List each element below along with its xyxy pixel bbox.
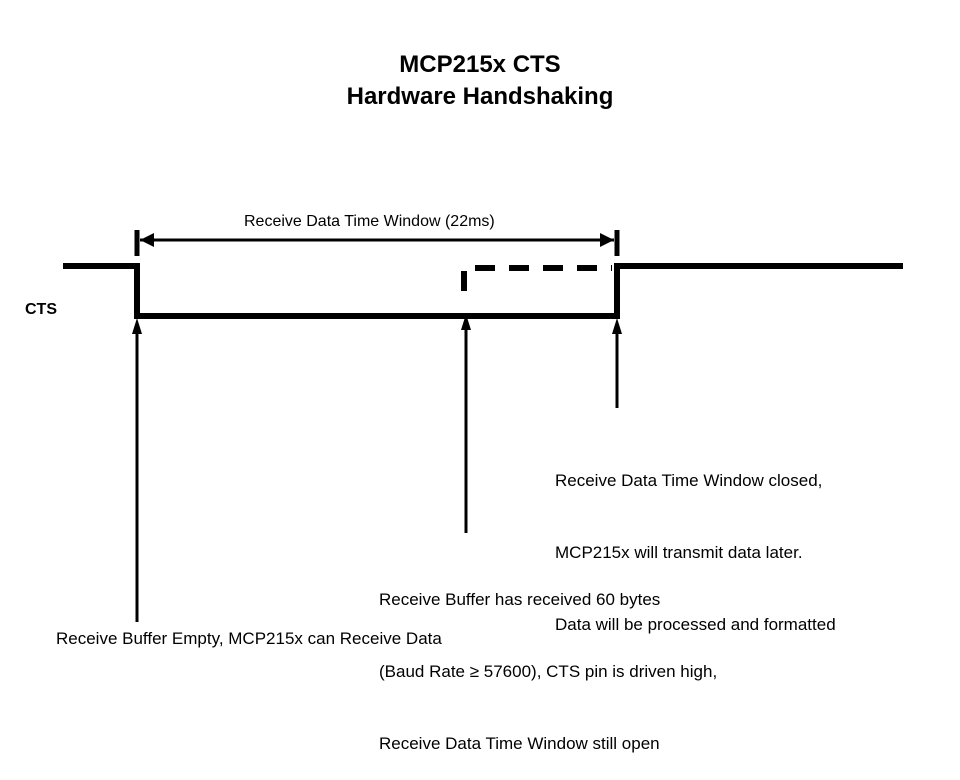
- pointer-arrowhead-buffer-empty: [132, 318, 142, 334]
- pointer-arrowhead-window-closed: [612, 318, 622, 334]
- diagram-title-line-2: Hardware Handshaking: [346, 83, 614, 110]
- annotation-buffer-empty: Receive Buffer Empty, MCP215x can Receiv…: [56, 629, 442, 648]
- annotation-window-closed: Receive Data Time Window closed, MCP215x…: [555, 421, 836, 661]
- pointer-arrowhead-60-bytes: [461, 314, 471, 330]
- cts-driven-high-dashed: [461, 265, 612, 291]
- time-window-arrowhead-right: [600, 233, 614, 247]
- cts-signal-label: CTS: [25, 301, 57, 318]
- time-window-label: Receive Data Time Window (22ms): [244, 213, 495, 230]
- annotation-window-closed-line-3: Data will be processed and formatted: [555, 615, 836, 634]
- annotation-60-bytes-line-1: Receive Buffer has received 60 bytes: [379, 590, 661, 609]
- annotation-window-closed-line-2: MCP215x will transmit data later.: [555, 543, 803, 562]
- annotation-60-bytes-received: Receive Buffer has received 60 bytes (Ba…: [379, 540, 717, 780]
- annotation-60-bytes-line-3: Receive Data Time Window still open: [379, 734, 660, 753]
- cts-waveform: [63, 263, 903, 319]
- diagram-title-line-1: MCP215x CTS: [399, 51, 561, 78]
- cts-timing-diagram: [63, 230, 903, 622]
- time-window-arrowhead-left: [140, 233, 154, 247]
- annotation-60-bytes-line-2: (Baud Rate ≥ 57600), CTS pin is driven h…: [379, 662, 718, 681]
- annotation-window-closed-line-1: Receive Data Time Window closed,: [555, 471, 823, 490]
